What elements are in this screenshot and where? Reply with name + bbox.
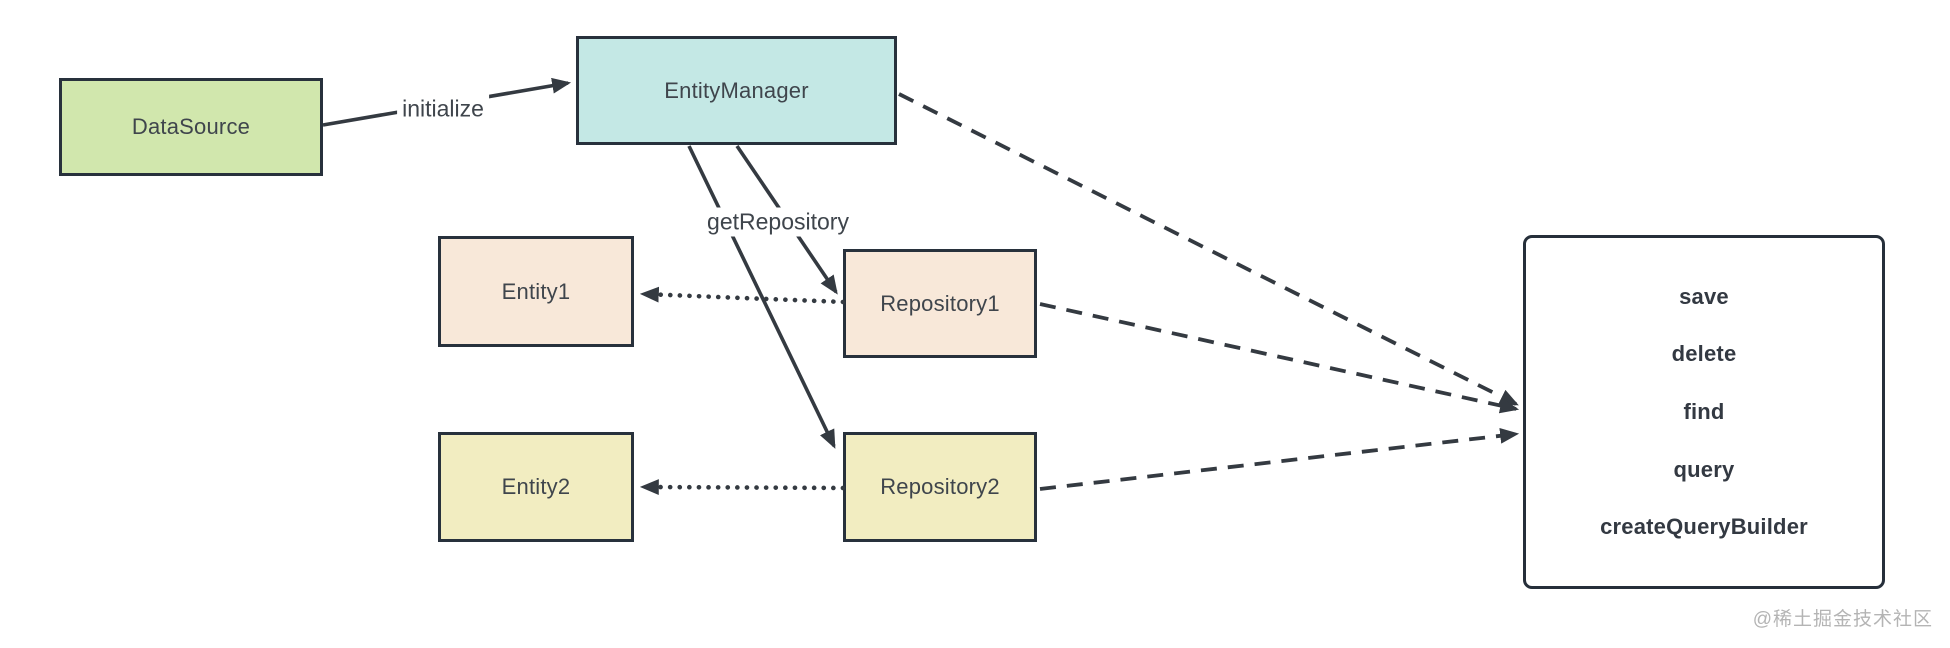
node-entity-manager: EntityManager bbox=[576, 36, 897, 145]
node-repository1: Repository1 bbox=[843, 249, 1037, 358]
edge-repository1-methods-dashed-arrow bbox=[1039, 302, 1520, 414]
watermark-text: @稀土掘金技术社区 bbox=[1752, 609, 1933, 630]
method-item-find: find bbox=[1683, 398, 1725, 424]
edge-label-initialize: initialize bbox=[397, 94, 489, 124]
node-datasource: DataSource bbox=[59, 78, 323, 176]
method-item-delete: delete bbox=[1671, 341, 1737, 367]
edge-repository1-entity1-dotted-arrow bbox=[639, 286, 846, 305]
node-entity2: Entity2 bbox=[438, 432, 634, 542]
method-item-query: query bbox=[1673, 456, 1735, 482]
node-repository1-label: Repository1 bbox=[880, 290, 1000, 316]
edge-repository2-methods-dashed-arrow bbox=[1039, 427, 1520, 491]
edge-repository2-entity2-dotted-arrow bbox=[639, 479, 846, 495]
node-entity1: Entity1 bbox=[438, 236, 634, 347]
node-repository2: Repository2 bbox=[843, 432, 1037, 542]
node-entity1-label: Entity1 bbox=[501, 278, 571, 304]
node-entity-manager-label: EntityManager bbox=[664, 77, 809, 103]
edge-getrepository-repository2-arrow bbox=[687, 145, 836, 449]
node-entity2-label: Entity2 bbox=[501, 474, 571, 499]
node-repository2-label: Repository2 bbox=[880, 474, 1000, 499]
edge-label-getrepository: getRepository bbox=[702, 207, 854, 237]
methods-box: save delete find query createQueryBuilde… bbox=[1523, 235, 1885, 589]
method-item-save: save bbox=[1679, 283, 1729, 309]
method-item-createquerybuilder: createQueryBuilder bbox=[1600, 514, 1808, 540]
node-datasource-label: DataSource bbox=[131, 114, 251, 139]
